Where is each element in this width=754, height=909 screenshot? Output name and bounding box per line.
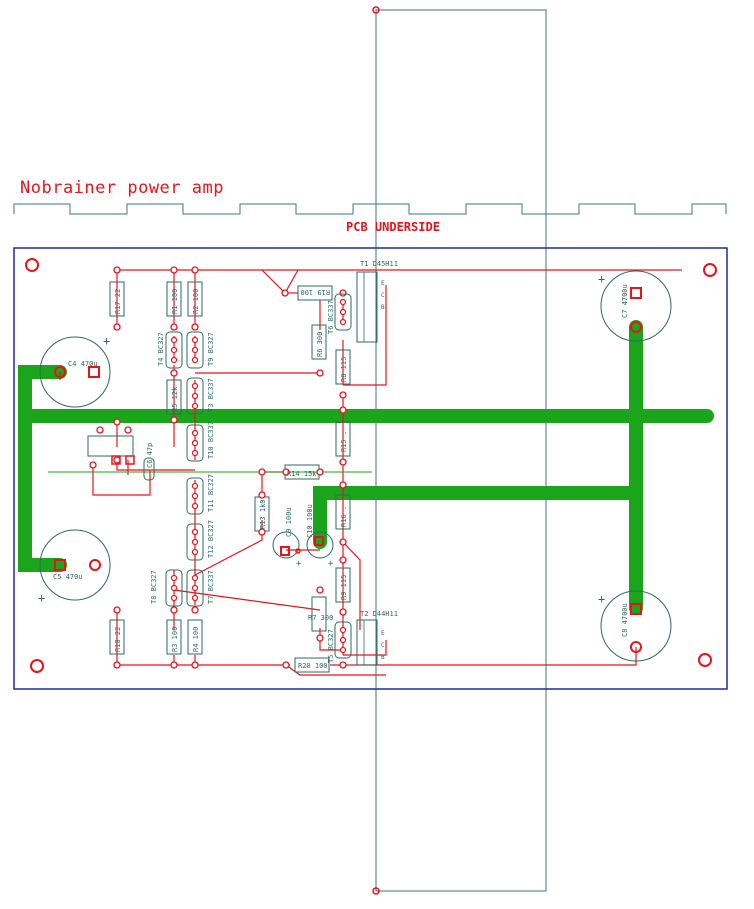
label-c10: C10 100u [306,504,314,538]
capacitor-c6: C6 47p [87,435,155,481]
pin-b-t2: B [381,654,385,661]
label-r1: R1 100 [171,289,179,314]
capacitor-c8: C8 4700u + [598,590,672,662]
label-r16: R16 . [340,506,348,527]
plus-sign-c4: + [103,334,110,348]
label-t2: T2 D44H11 [360,610,398,618]
capacitor-c9: C9 100u + [272,507,302,569]
capacitor-c4: C4 470u + [39,334,111,408]
label-t5: T5 BC327 [327,629,335,663]
label-t11: T11 BC327 [207,474,215,512]
heatsink-mount-top [372,6,380,14]
label-r14: R14 15k [287,470,317,478]
label-r4: R4 100 [192,627,200,652]
label-r15: R15 . [340,431,348,452]
label-t12: T12 BC327 [207,520,215,558]
label-t3: T3 BC337 [207,378,215,412]
label-r6: R6 300 [316,332,324,357]
label-t1: T1 D45H11 [360,260,398,268]
label-c5: C5 470u [53,573,83,581]
signal-traces [59,269,682,676]
label-c4: C4 470u [68,360,98,368]
heatsink-outline [13,9,727,892]
heatsink-mount-bottom [372,887,380,895]
label-c6: C6 47p [146,443,154,468]
pin-b-t1: B [381,304,385,311]
label-r20: R20 100 [298,662,328,670]
pin-e-t1: E [381,280,385,287]
label-r17: R17 22 [114,289,122,314]
label-t10: T10 BC337 [207,421,215,459]
label-r3: R3 100 [171,627,179,652]
pin-c-t1: C [381,292,385,299]
plus-sign-c8: + [598,592,605,606]
label-t4: T4 BC327 [157,332,165,366]
plus-sign-c5: + [38,591,45,605]
capacitor-c5: C5 470u + [38,529,111,605]
small-transistors [165,293,352,659]
label-r13: R13 1k0 [259,499,267,529]
label-c9: C9 100u [285,507,293,537]
label-r9: R9 115 [340,575,348,600]
capacitor-c10: C10 100u + [306,504,334,569]
pads [89,266,347,669]
power-transistor-t1: T1 D45H11 E C B [356,260,398,343]
capacitor-c7: C7 4700u + [598,270,672,342]
label-t7: T7 BC337 [207,570,215,604]
small-transistor-labels: T4 BC327 T9 BC327 T3 BC337 T10 BC337 T11… [150,300,335,663]
label-r18: R18 22 [114,627,122,652]
plus-sign-c9: + [296,559,302,569]
transistor-pads [170,298,347,654]
pin-e-t2: E [381,630,385,637]
label-r2: R2 100 [192,289,200,314]
ground-traces [18,320,714,615]
label-c7: C7 4700u [621,284,629,318]
pin-c-t2: C [381,642,385,649]
label-c8: C8 4700u [621,603,629,637]
mounting-holes [25,258,717,673]
label-t8: T8 BC327 [150,570,158,604]
plus-sign-c10: + [328,559,334,569]
label-r8: R8 115 [340,357,348,382]
board-subtitle: PCB UNDERSIDE [346,220,440,234]
label-t6: T6 BC337 [327,300,335,334]
resistor-labels: R17 22 R1 100 R2 100 R5 12k R6 300 R8 11… [114,288,348,670]
label-r5: R5 12k [171,386,179,412]
label-t9: T9 BC327 [207,332,215,366]
plus-sign-c7: + [598,272,605,286]
board-title: Nobrainer power amp [20,178,224,198]
board-outline [13,247,728,690]
label-r19: R19 100 [300,288,330,296]
power-transistor-t2: T2 D44H11 E C B [356,610,398,666]
label-r7: R7 300 [308,614,333,622]
